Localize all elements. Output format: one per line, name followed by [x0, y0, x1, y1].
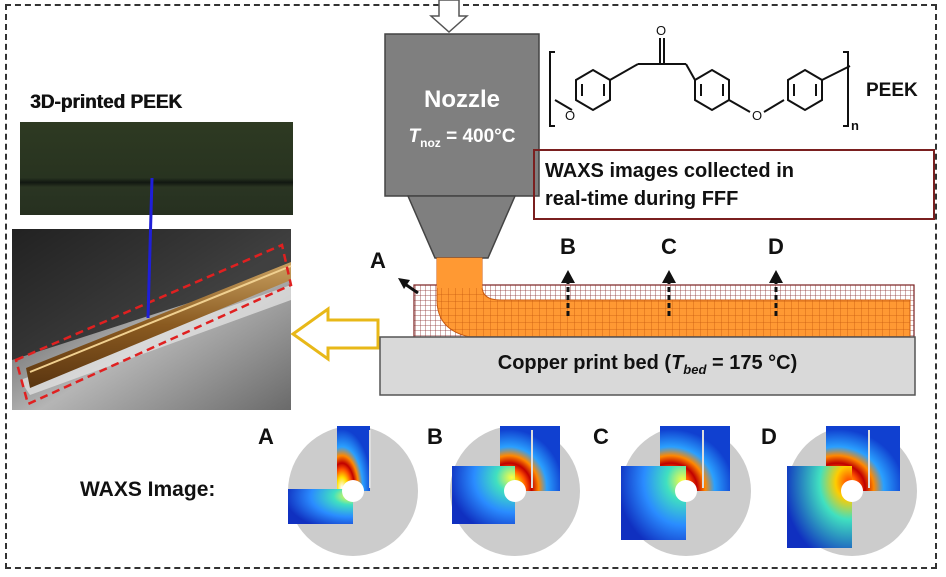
waxs-panel-label-a: A: [258, 424, 274, 449]
nozzle-tip: [406, 195, 517, 259]
repeat-n: n: [851, 118, 859, 133]
atom-o-carbonyl: O: [656, 23, 666, 38]
arrow-c: [662, 270, 676, 316]
waxs-image-d: [787, 426, 917, 556]
printed-title: 3D-printed PEEK: [30, 92, 183, 113]
nozzle-temperature: Tnoz = 400°C: [408, 126, 516, 150]
filament-deposit: [436, 257, 911, 338]
extrudate: [437, 258, 482, 288]
waxs-info-box: WAXS images collected in real-time durin…: [533, 149, 935, 220]
atom-o-left: O: [565, 108, 575, 123]
input-arrow: [429, 0, 469, 34]
atom-o-ether: O: [752, 108, 762, 123]
waxs-image-c: [621, 426, 751, 556]
probe-line: [146, 177, 154, 319]
waxs-info-line2: real-time during FFF: [545, 188, 739, 210]
point-label-c: C: [661, 234, 677, 259]
photo-top: [20, 122, 293, 215]
nozzle-label: Nozzle: [423, 86, 500, 113]
peek-label: PEEK: [866, 80, 918, 101]
print-bed: [379, 336, 916, 396]
waxs-row-label: WAXS Image:: [80, 478, 216, 501]
waxs-panel-label-d: D: [761, 424, 777, 449]
point-label-d: D: [768, 234, 784, 259]
arrow-b: [561, 270, 575, 316]
waxs-panel-label-b: B: [427, 424, 443, 449]
dashed-border: [5, 4, 937, 569]
peek-structure: [549, 38, 851, 127]
point-label-a: A: [370, 248, 386, 273]
waxs-image-a: [288, 426, 418, 556]
arrow-d: [769, 270, 783, 316]
nozzle-body: [384, 33, 540, 197]
waxs-panel-label-c: C: [593, 424, 609, 449]
bed-label: Copper print bed (Tbed = 175 °C): [497, 352, 798, 377]
waxs-image-b: [450, 426, 580, 556]
waxs-info-line1: WAXS images collected in: [545, 160, 794, 182]
highlight-dashed-box: [14, 243, 293, 406]
point-label-b: B: [560, 234, 576, 259]
left-arrow: [290, 306, 380, 362]
